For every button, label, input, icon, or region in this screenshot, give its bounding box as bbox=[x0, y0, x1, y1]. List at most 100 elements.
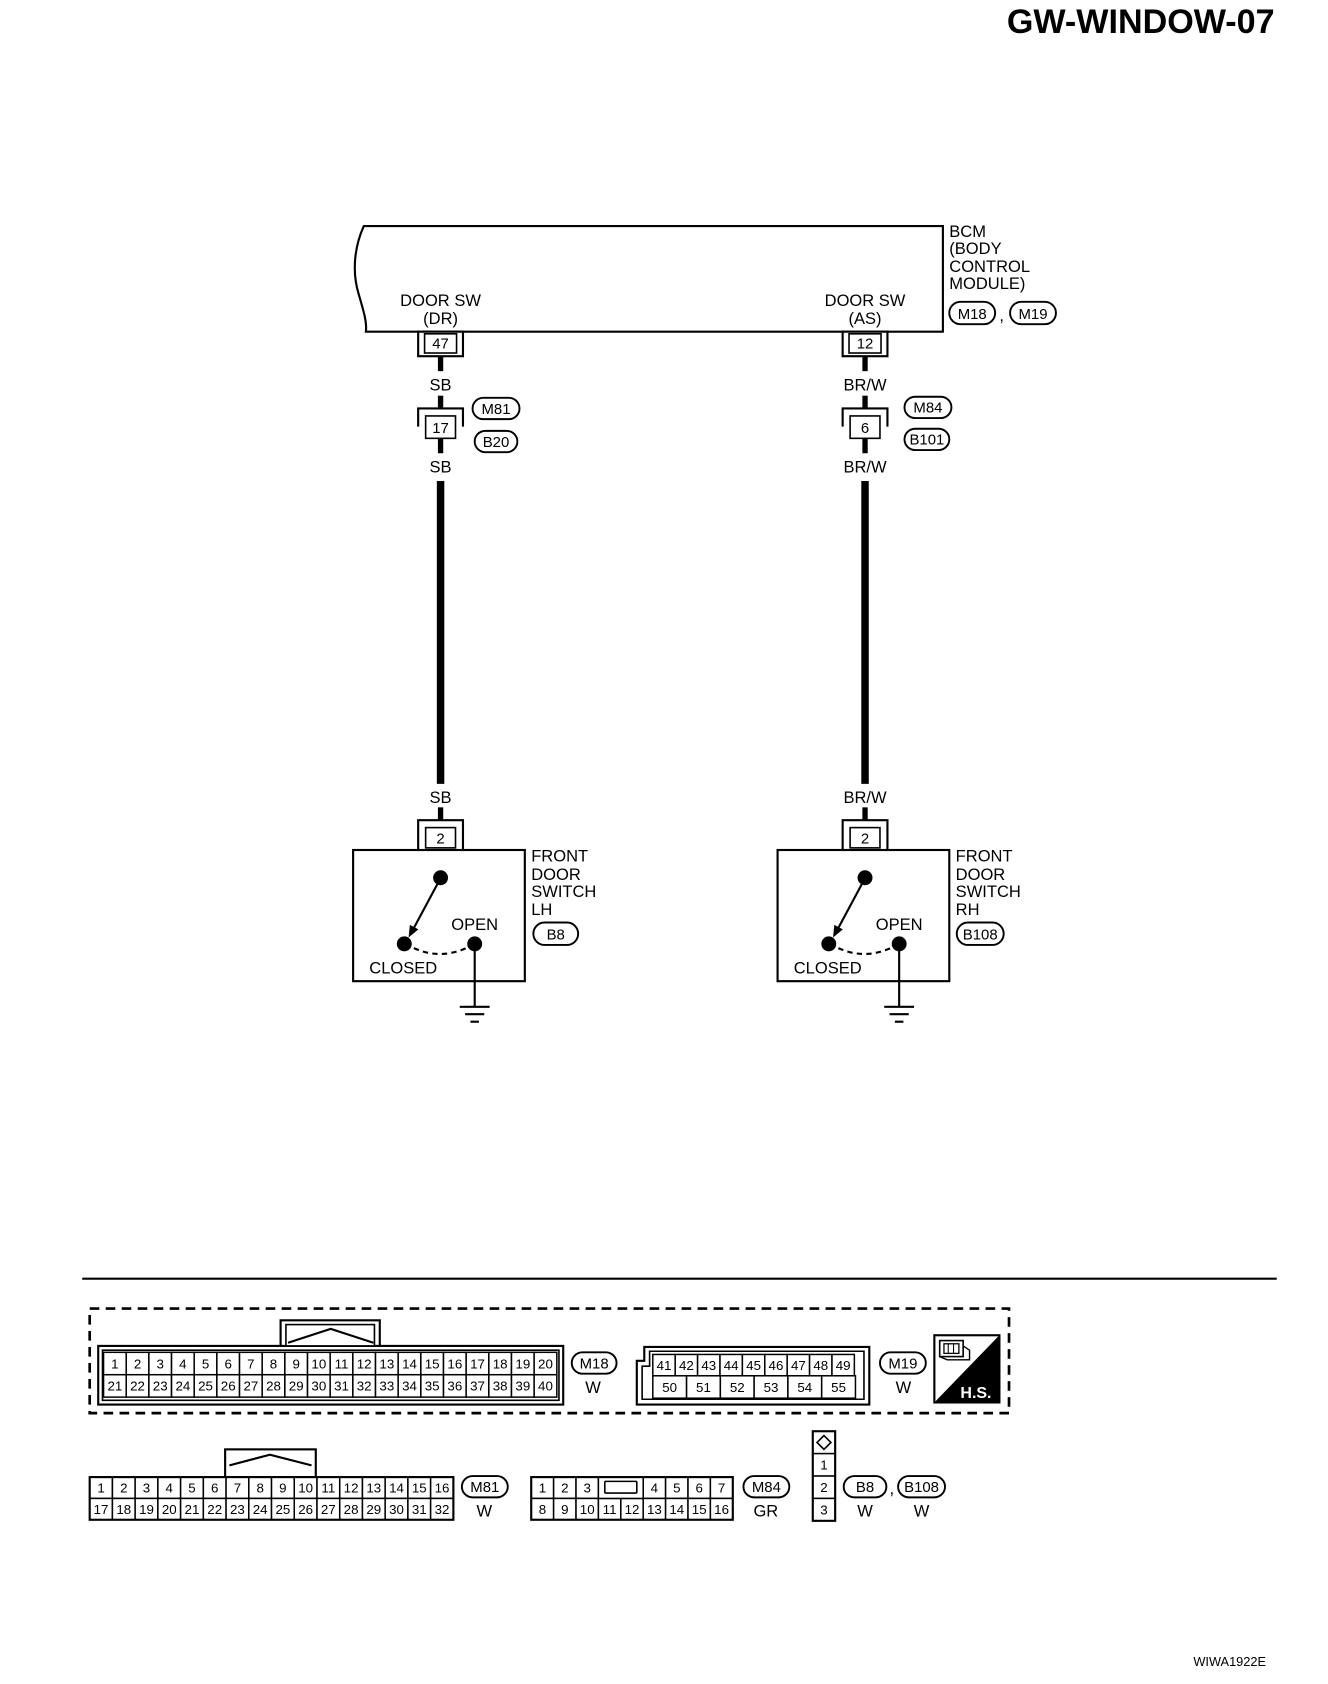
connector-tag-outline bbox=[471, 396, 521, 421]
connector-key-slot bbox=[604, 1480, 638, 1494]
m18-pin-number: 8 bbox=[270, 1356, 277, 1371]
connector-pin-box bbox=[424, 826, 457, 849]
m84-pin-number: 15 bbox=[692, 1502, 707, 1517]
m19-pin-cell bbox=[820, 1375, 857, 1399]
bcm-module: BCM (BODY CONTROL MODULE) M18 , M19 DOOR… bbox=[353, 222, 1057, 333]
m81-pin-number: 7 bbox=[234, 1481, 241, 1496]
m19-pin-number: 45 bbox=[746, 1358, 761, 1373]
connector-color-code: W bbox=[476, 1502, 492, 1521]
bcm-terminal-label: DOOR SW bbox=[400, 291, 481, 310]
m81-pin-number: 27 bbox=[321, 1502, 336, 1517]
connector-tag-m19: M19 bbox=[879, 1351, 927, 1375]
connector-tag-b8: B8 bbox=[532, 921, 580, 946]
m81-pin-number: 4 bbox=[166, 1481, 174, 1496]
connector-tag-outline bbox=[570, 1351, 618, 1375]
m18-pin-number: 9 bbox=[292, 1356, 299, 1371]
connector-tag-m84: M84 bbox=[903, 395, 953, 420]
m81-pin-number: 19 bbox=[139, 1502, 154, 1517]
connector-tag-text: M81 bbox=[482, 401, 511, 418]
m18-pin-number: 35 bbox=[425, 1379, 440, 1394]
switch-name-line: DOOR bbox=[531, 865, 581, 884]
ground-icon bbox=[459, 1005, 490, 1023]
m84-pin-number: 5 bbox=[673, 1481, 680, 1496]
m81-pin-number: 11 bbox=[321, 1481, 335, 1496]
m18-pin-number: 18 bbox=[493, 1356, 508, 1371]
switch-lever bbox=[837, 883, 863, 929]
bcm-terminal-connector: 12 bbox=[841, 330, 889, 358]
m81-pin-number: 1 bbox=[97, 1481, 104, 1496]
wire-color-label: SB bbox=[430, 375, 452, 394]
m19-pin-number: 53 bbox=[764, 1380, 779, 1395]
switch-common-contact bbox=[433, 870, 449, 886]
lock-chevron-icon bbox=[229, 1453, 312, 1467]
switch-pin-number: 2 bbox=[861, 831, 869, 848]
connector-tag-outline bbox=[903, 395, 953, 420]
m18-pin-number: 38 bbox=[493, 1379, 508, 1394]
bcm-pin-number: 12 bbox=[857, 336, 874, 353]
m19-pin-number: 50 bbox=[662, 1380, 677, 1395]
connector-tag-text: M84 bbox=[752, 1479, 781, 1496]
connector-frame bbox=[841, 407, 889, 427]
m81-pin-number: 6 bbox=[211, 1481, 218, 1496]
connector-separator: , bbox=[999, 306, 1004, 325]
m19-pin-number: 48 bbox=[813, 1358, 828, 1373]
connector-tag-text: M19 bbox=[888, 1355, 917, 1372]
connector-view-b8-b108: 123 B8 , B108 W W bbox=[811, 1430, 946, 1522]
bcm-name-line: BCM bbox=[949, 222, 986, 241]
m81-pin-number: 15 bbox=[412, 1481, 427, 1496]
m19-pin-number: 44 bbox=[724, 1358, 739, 1373]
front-door-switch-lh: OPEN CLOSED bbox=[352, 848, 526, 1023]
connector-housing bbox=[811, 1430, 837, 1522]
connector-frame bbox=[417, 407, 465, 427]
joint-pin-number: 6 bbox=[861, 420, 869, 437]
m81-pin-number: 8 bbox=[256, 1481, 263, 1496]
m18-pin-number: 1 bbox=[111, 1356, 118, 1371]
closed-label: CLOSED bbox=[369, 959, 437, 978]
m18-pin-number: 27 bbox=[243, 1379, 258, 1394]
connector-pin-box bbox=[848, 333, 882, 354]
bcm-terminal-label: (AS) bbox=[849, 309, 882, 328]
harness-side-triangle bbox=[934, 1335, 1000, 1403]
m81-pin-number: 3 bbox=[143, 1481, 150, 1496]
m18-pin-number: 29 bbox=[289, 1379, 304, 1394]
connector-color-code: GR bbox=[753, 1502, 778, 1521]
bcm-pin-number: 47 bbox=[432, 336, 449, 353]
lock-chevron-icon bbox=[287, 1327, 374, 1344]
connector-tag-m81: M81 bbox=[460, 1475, 509, 1499]
m18-pin-number: 19 bbox=[515, 1356, 530, 1371]
switch-name-line: FRONT bbox=[531, 847, 588, 866]
switch-common-contact bbox=[857, 870, 873, 886]
arrowhead-icon bbox=[833, 924, 843, 938]
connector-tag-b101: B101 bbox=[903, 427, 951, 452]
m19-pin-number: 46 bbox=[769, 1358, 784, 1373]
b8-pin-number: 3 bbox=[820, 1502, 827, 1517]
connector-color-code: W bbox=[857, 1502, 873, 1521]
connector-lock-tab-inner bbox=[285, 1323, 376, 1347]
m84-pin-number: 13 bbox=[647, 1502, 662, 1517]
m81-pin-number: 31 bbox=[412, 1502, 427, 1517]
connector-tag-text: B8 bbox=[856, 1479, 874, 1496]
m81-pin-number: 20 bbox=[162, 1502, 177, 1517]
m18-pin-number: 5 bbox=[202, 1356, 209, 1371]
connector-tag-outline bbox=[460, 1475, 509, 1499]
m18-pin-number: 6 bbox=[224, 1356, 231, 1371]
m19-pin-number: 41 bbox=[657, 1358, 672, 1373]
connector-tag-text: M84 bbox=[913, 400, 942, 417]
m81-pin-number: 29 bbox=[366, 1502, 381, 1517]
m18-pin-cell bbox=[533, 1373, 558, 1398]
m18-pin-number: 25 bbox=[198, 1379, 213, 1394]
m18-pin-number: 16 bbox=[447, 1356, 462, 1371]
connector-tag-outline bbox=[1009, 300, 1057, 326]
connector-frame bbox=[841, 819, 889, 850]
m18-pin-number: 34 bbox=[402, 1379, 417, 1394]
connector-separator: , bbox=[890, 1479, 895, 1498]
joint-pin-number: 17 bbox=[432, 420, 449, 437]
connector-color-code: W bbox=[896, 1378, 912, 1397]
m81-pin-number: 21 bbox=[185, 1502, 200, 1517]
m81-pin-number: 28 bbox=[344, 1502, 359, 1517]
connector-tag-text: M19 bbox=[1018, 306, 1047, 323]
connector-housing bbox=[530, 1476, 734, 1521]
switch-closed-contact bbox=[396, 936, 412, 952]
